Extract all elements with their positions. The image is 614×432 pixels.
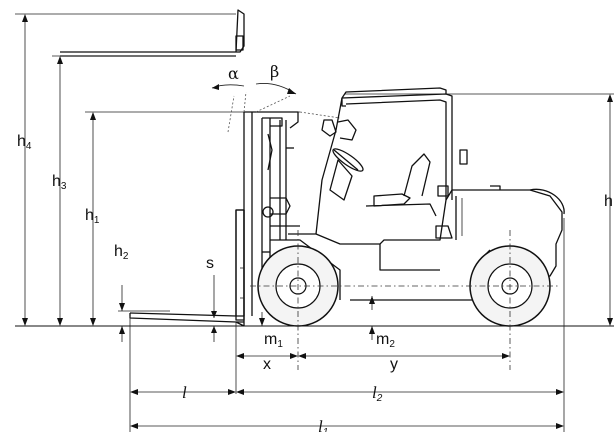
label-x: x [263, 356, 271, 373]
label-h6: h [604, 193, 613, 210]
raised-fork [60, 9, 245, 57]
dim-h2 [119, 285, 125, 342]
dim-h1 [90, 112, 96, 326]
lowered-fork [129, 209, 245, 327]
label-alpha: α [228, 64, 239, 83]
label-h3: h3 [52, 173, 67, 192]
label-l2: l2 [372, 383, 383, 404]
dim-m1 [259, 312, 265, 326]
dim-m2 [369, 296, 375, 340]
label-m1: m1 [264, 331, 283, 350]
label-y: y [390, 356, 398, 373]
dim-h4 [22, 14, 28, 326]
dim-l2 [236, 389, 564, 395]
dim-h3 [57, 56, 63, 326]
label-h1: h1 [85, 207, 100, 226]
dim-x [236, 353, 298, 359]
dim-h6 [607, 94, 613, 326]
seat [365, 153, 437, 217]
dim-s [211, 275, 217, 342]
label-beta: β [270, 62, 279, 81]
label-h4: h4 [17, 133, 32, 152]
tilt-angles [211, 83, 341, 133]
label-s: s [206, 255, 214, 272]
label-m2: m2 [376, 331, 395, 350]
dim-l1 [130, 423, 564, 429]
steering-wheel [329, 148, 364, 201]
dim-y [298, 353, 510, 359]
overhead-guard [315, 87, 468, 235]
label-l: l [182, 383, 187, 402]
dim-l [130, 389, 236, 395]
label-h2: h2 [114, 243, 129, 262]
label-l1: l1 [318, 417, 328, 432]
